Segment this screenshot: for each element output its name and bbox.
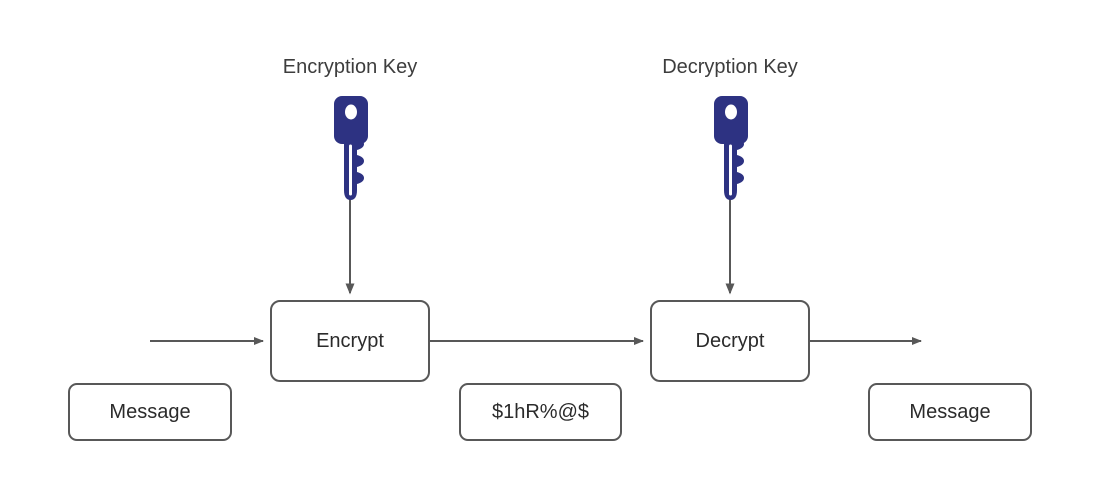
plaintext-input-label: Message bbox=[109, 401, 191, 423]
ciphertext-box[interactable]: $1hR%@$ bbox=[459, 383, 622, 441]
ciphertext-label: $1hR%@$ bbox=[491, 401, 590, 423]
key-icon-decryption bbox=[714, 96, 748, 200]
encrypt-box[interactable]: Encrypt bbox=[270, 300, 430, 382]
key-icon-encryption bbox=[334, 96, 368, 200]
plaintext-output-label: Message bbox=[909, 401, 991, 423]
decryption-key-label: Decryption Key bbox=[662, 56, 798, 78]
plaintext-output-box[interactable]: Message bbox=[868, 383, 1032, 441]
decrypt-box[interactable]: Decrypt bbox=[650, 300, 810, 382]
plaintext-input-box[interactable]: Message bbox=[68, 383, 232, 441]
encryption-key-label: Encryption Key bbox=[282, 56, 418, 78]
decrypt-box-label: Decrypt bbox=[695, 330, 765, 352]
encrypt-box-label: Encrypt bbox=[316, 330, 384, 352]
